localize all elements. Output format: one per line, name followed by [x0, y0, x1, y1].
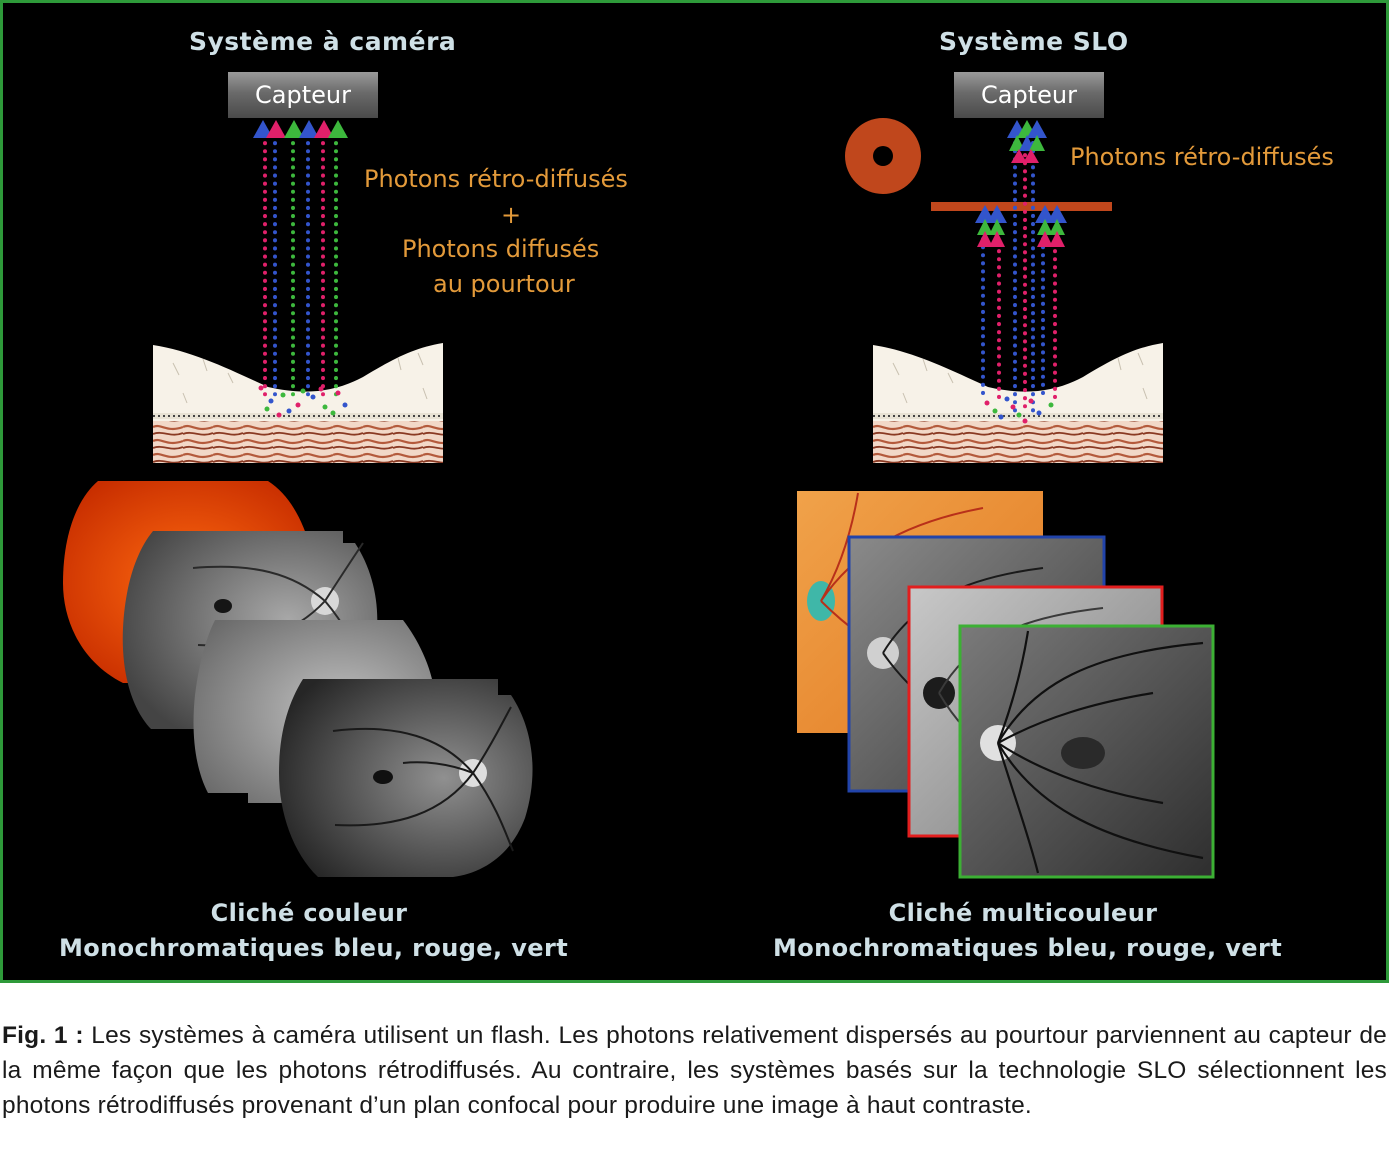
caption-label: Fig. 1 :	[2, 1022, 84, 1049]
camera-bottom-line-1: Cliché couleur	[210, 899, 408, 927]
green-monochromatic-image	[279, 679, 533, 877]
camera-system-title: Système à caméra	[189, 27, 457, 56]
slo-tissue-section	[873, 343, 1163, 463]
slo-sensor-box: Capteur	[954, 72, 1104, 118]
slo-photon-label: Photons rétro-diffusés	[1070, 143, 1334, 171]
camera-photon-arrows	[253, 120, 348, 138]
diagram-artwork	[63, 118, 1215, 879]
camera-photon-line-1: Photons rétro-diffusés	[364, 165, 628, 193]
camera-photon-columns	[263, 133, 338, 400]
camera-fundus-stack	[63, 481, 533, 877]
caption-text: Les systèmes à caméra utilisent un flash…	[2, 1022, 1387, 1119]
camera-photon-line-4: au pourtour	[433, 270, 575, 298]
figure-caption: Fig. 1 : Les systèmes à caméra utilisent…	[0, 1018, 1389, 1123]
slo-multicolor-stack	[797, 491, 1215, 879]
camera-bottom-line-2: Monochromatiques bleu, rouge, vert	[59, 934, 569, 962]
figure-panel: Système à caméra Système SLO Capteur Cap…	[0, 0, 1389, 983]
confocal-pinhole	[845, 118, 921, 194]
confocal-plane-bar	[931, 202, 1112, 211]
camera-tissue-section	[153, 343, 443, 463]
slo-bottom-line-1: Cliché multicouleur	[888, 899, 1158, 927]
slo-scattered-photons	[984, 396, 1054, 424]
slo-system-title: Système SLO	[939, 27, 1129, 56]
camera-photon-line-3: Photons diffusés	[402, 235, 600, 263]
camera-scattered-photons	[258, 385, 348, 418]
slo-photon-columns	[981, 141, 1057, 415]
camera-sensor-box: Capteur	[228, 72, 378, 118]
camera-photon-line-2: +	[501, 201, 522, 229]
slo-bottom-line-2: Monochromatiques bleu, rouge, vert	[773, 934, 1283, 962]
slo-photon-arrows	[975, 120, 1067, 247]
